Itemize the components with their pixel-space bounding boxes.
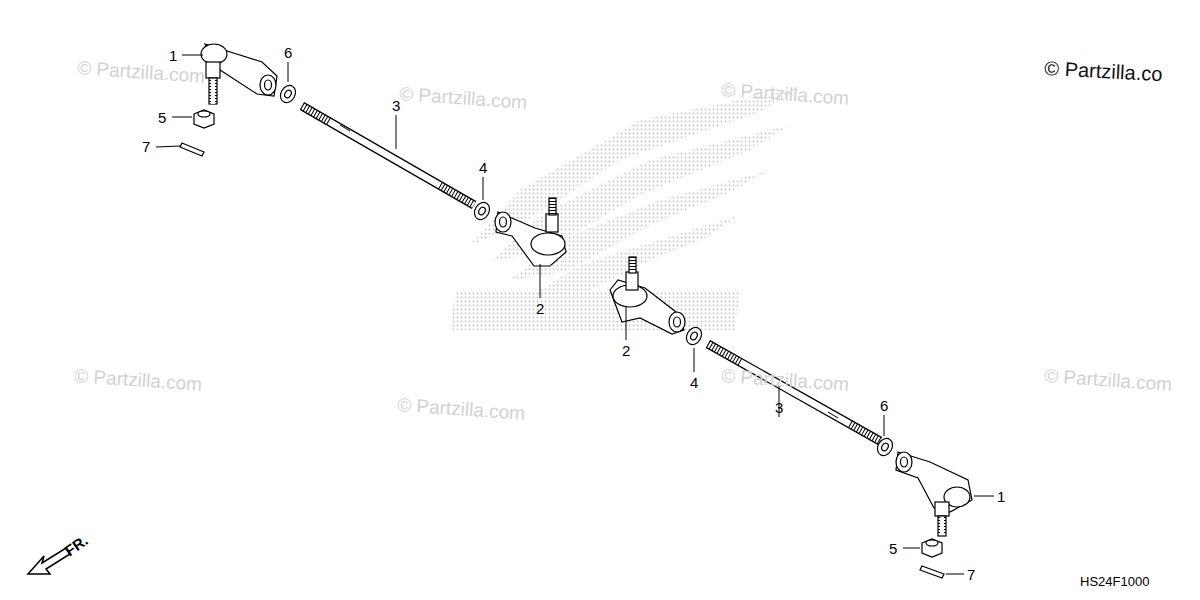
watermark: © Partzilla.com — [77, 58, 206, 86]
callout-number: 2 — [622, 343, 630, 358]
callout-number: 4 — [690, 375, 698, 390]
parts — [180, 44, 972, 578]
callout-number: 5 — [889, 541, 897, 556]
watermark: © Partzilla.com — [397, 395, 526, 423]
callout-number: 7 — [967, 567, 975, 582]
callout-number: 3 — [392, 98, 400, 113]
callout-number: 7 — [142, 139, 150, 154]
watermark: © Partzilla.com — [399, 84, 528, 112]
callout-number: 6 — [284, 45, 292, 60]
callout-number: 1 — [997, 489, 1005, 504]
callout-number: 2 — [536, 301, 544, 316]
callout-number: 4 — [479, 160, 487, 175]
front-arrow — [28, 548, 70, 574]
watermark: © Partzilla.co — [1044, 58, 1163, 84]
callout-number: 5 — [158, 110, 166, 125]
leader-lines — [156, 55, 994, 574]
callout-number: 3 — [775, 400, 783, 415]
diagram-code: HS24F1000 — [1080, 575, 1149, 588]
callout-number: 6 — [880, 398, 888, 413]
watermark: © Partzilla.com — [1044, 366, 1173, 394]
callout-number: 1 — [169, 48, 177, 63]
wing-logo — [450, 88, 800, 330]
watermark: © Partzilla.com — [721, 366, 850, 394]
watermark: © Partzilla.com — [74, 366, 203, 394]
